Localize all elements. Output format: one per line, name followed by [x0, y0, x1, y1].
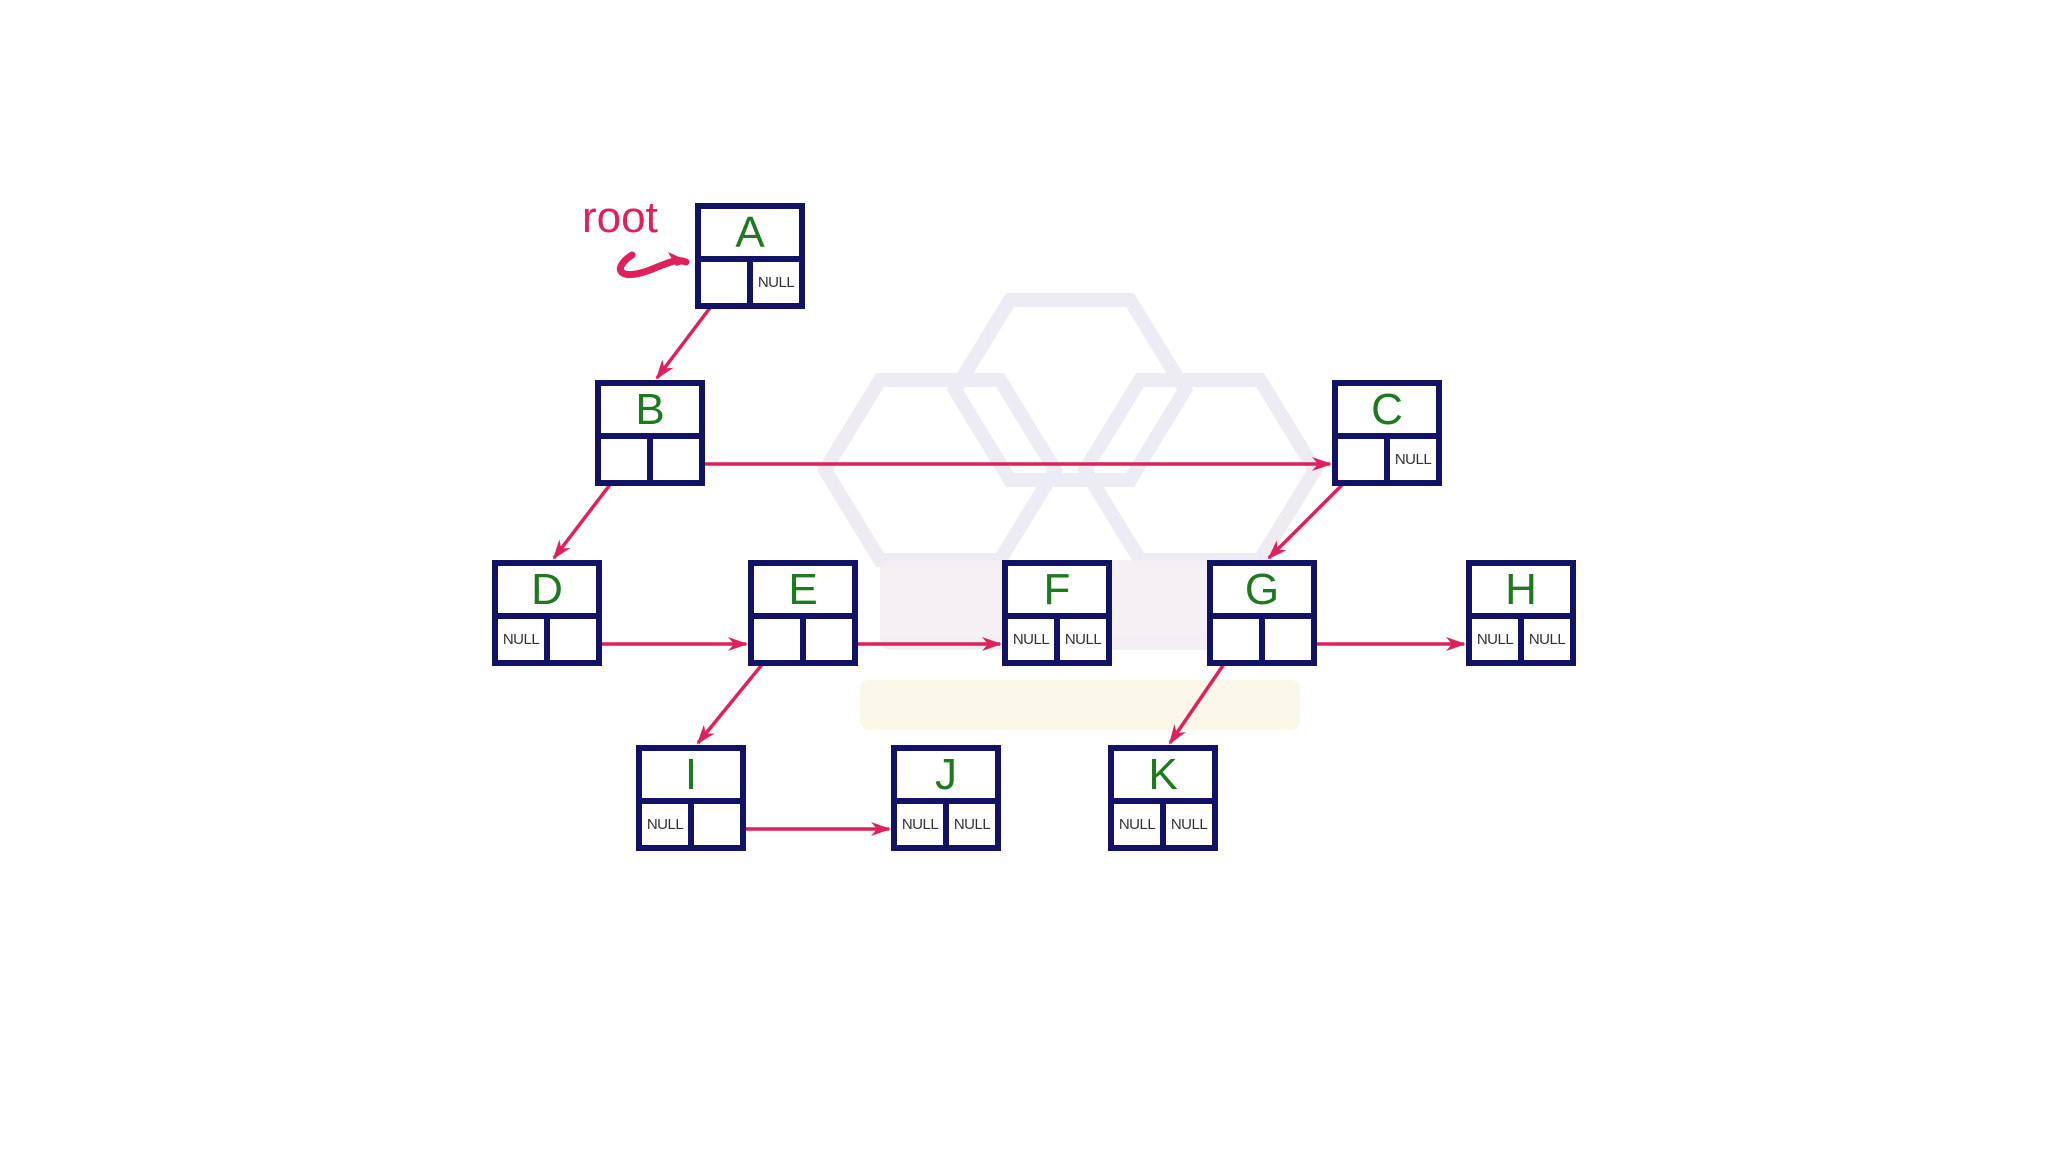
left-null-cell: NULL: [1114, 804, 1163, 845]
left-null-cell: NULL: [897, 804, 946, 845]
left-pointer-cell: [1338, 439, 1387, 480]
root-label: root: [582, 193, 658, 242]
left-null-cell: NULL: [1472, 619, 1521, 660]
left-pointer-cell: [601, 439, 650, 480]
node-e: E: [748, 560, 858, 666]
node-label: H: [1472, 566, 1570, 619]
node-label: I: [642, 751, 740, 804]
node-label: C: [1338, 386, 1436, 439]
node-label: F: [1008, 566, 1106, 619]
right-pointer-cell: [650, 439, 699, 480]
node-g: G: [1207, 560, 1317, 666]
right-null-cell: NULL: [946, 804, 995, 845]
left-null-cell: NULL: [642, 804, 691, 845]
root-pointer-arrowhead: [668, 252, 690, 266]
node-label: A: [701, 209, 799, 262]
node-label: E: [754, 566, 852, 619]
right-pointer-cell: [691, 804, 740, 845]
node-label: K: [1114, 751, 1212, 804]
right-pointer-cell: [1262, 619, 1311, 660]
right-pointer-cell: [803, 619, 852, 660]
node-label: J: [897, 751, 995, 804]
left-null-cell: NULL: [498, 619, 547, 660]
right-null-cell: NULL: [1387, 439, 1436, 480]
left-pointer-cell: [754, 619, 803, 660]
right-null-cell: NULL: [1057, 619, 1106, 660]
right-null-cell: NULL: [750, 262, 799, 303]
node-b: B: [595, 380, 705, 486]
left-pointer-cell: [701, 262, 750, 303]
node-label: G: [1213, 566, 1311, 619]
node-label: D: [498, 566, 596, 619]
right-pointer-cell: [547, 619, 596, 660]
node-label: B: [601, 386, 699, 439]
left-pointer-cell: [1213, 619, 1262, 660]
right-null-cell: NULL: [1163, 804, 1212, 845]
left-null-cell: NULL: [1008, 619, 1057, 660]
right-null-cell: NULL: [1521, 619, 1570, 660]
